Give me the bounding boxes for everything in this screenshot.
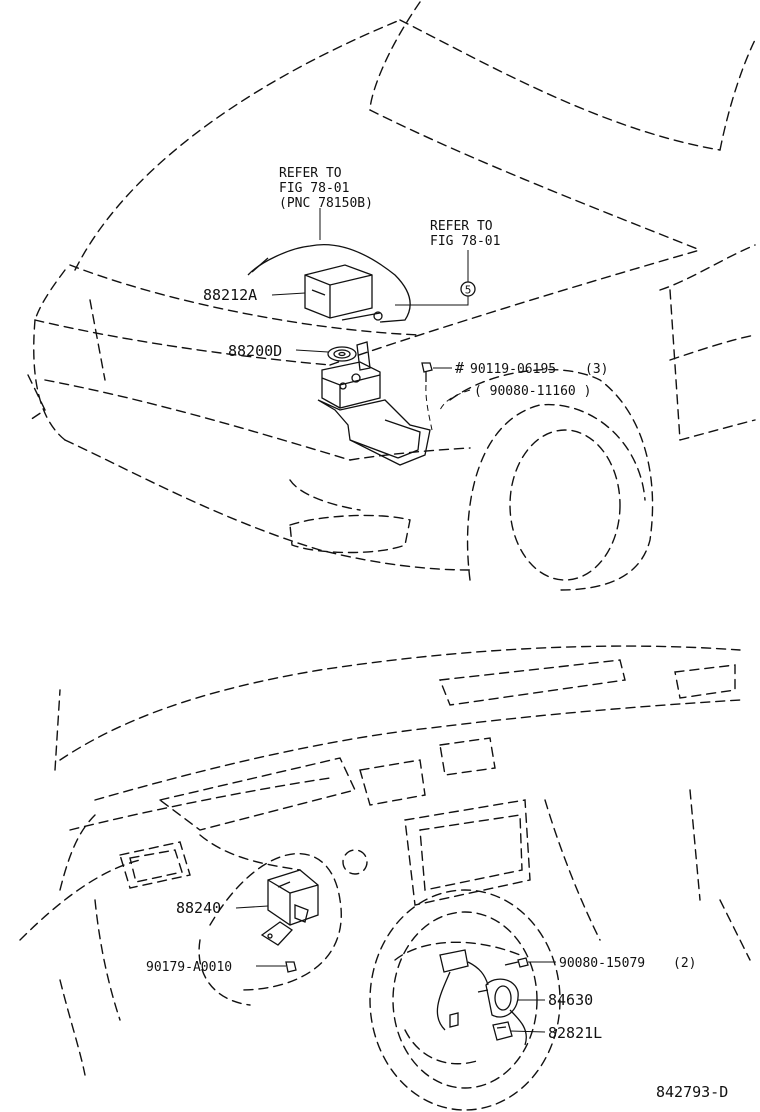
nut-90179[interactable] — [285, 961, 297, 973]
label-90080-11160[interactable]: ( 90080-11160 ) — [474, 384, 591, 399]
ref-circle-5: 5 — [460, 281, 476, 297]
refer-right-line2: FIG 78-01 — [430, 234, 500, 249]
part-88240-module[interactable] — [267, 869, 319, 926]
label-88212a[interactable]: 88212A — [203, 286, 257, 304]
refer-right-line1: REFER TO — [430, 219, 493, 234]
bolt-90080-15079[interactable] — [504, 957, 529, 968]
label-90119-06195[interactable]: 90119-06195 — [470, 362, 556, 377]
part-82821l-wire[interactable] — [492, 1021, 513, 1041]
diagram-id: 842793-D — [656, 1083, 728, 1101]
airbag-harness — [436, 949, 527, 1046]
bolt-90119[interactable] — [421, 362, 433, 382]
car-front-outline — [27, 1, 756, 591]
refer-top-line3: (PNC 78150B) — [279, 196, 373, 211]
refer-top-line1: REFER TO — [279, 166, 342, 181]
part-88200d-horn[interactable] — [327, 346, 357, 362]
part-84630-spiral-cable[interactable] — [477, 978, 519, 1018]
label-90119-qty: (3) — [585, 362, 608, 377]
label-82821l[interactable]: 82821L — [548, 1024, 602, 1042]
label-88240[interactable]: 88240 — [176, 899, 221, 917]
label-88200d[interactable]: 88200D — [228, 342, 282, 360]
hood-release-cable — [247, 244, 411, 323]
ref-circle-label: 5 — [465, 284, 472, 297]
leader-lines-top — [271, 208, 471, 431]
label-84630[interactable]: 84630 — [548, 991, 593, 1009]
refer-top-line2: FIG 78-01 — [279, 181, 349, 196]
module-bracket — [260, 921, 293, 946]
label-90080-15079-qty: (2) — [673, 956, 696, 971]
label-90080-15079[interactable]: 90080-15079 — [559, 956, 645, 971]
part-88212a-cover[interactable] — [304, 264, 373, 319]
leader-lines-bottom — [235, 905, 556, 1033]
dashboard-outline — [19, 645, 751, 1076]
bracket-assembly — [317, 341, 431, 466]
bolt-mark: # — [455, 359, 464, 377]
label-90179-a0010[interactable]: 90179-A0010 — [146, 960, 232, 975]
